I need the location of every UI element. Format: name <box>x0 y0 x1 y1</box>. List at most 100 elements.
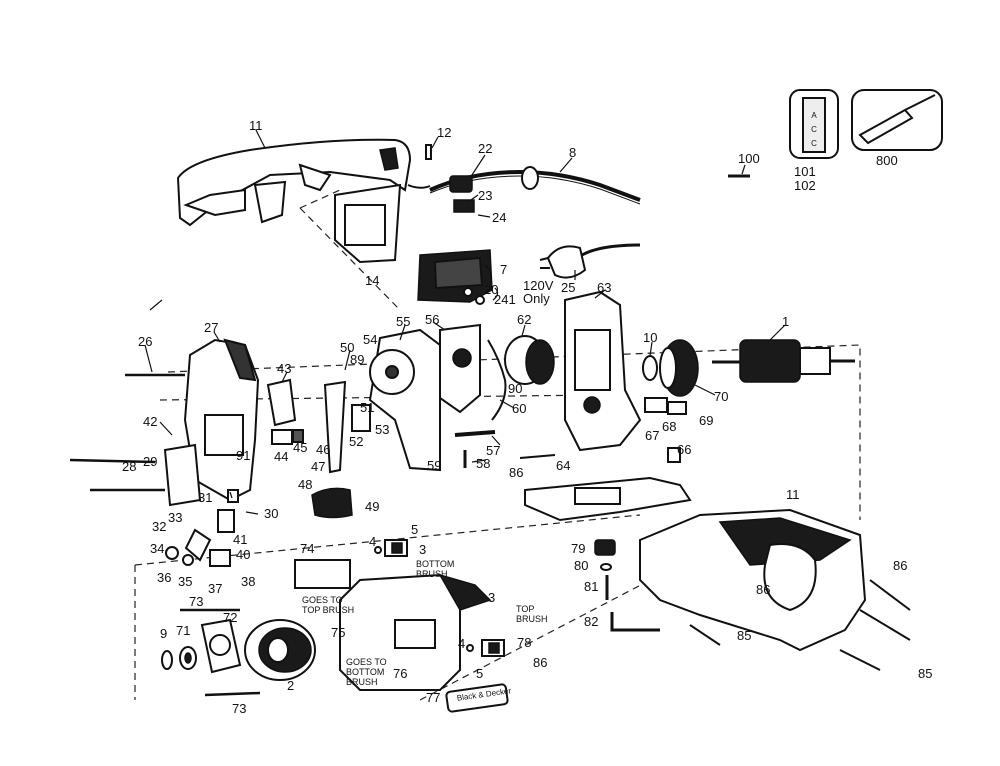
callout-26: 26 <box>138 334 152 349</box>
callout-12: 12 <box>437 125 451 140</box>
callout-45: 45 <box>293 440 307 455</box>
callout-42: 42 <box>143 414 157 429</box>
goes-to-top-brush-line2: TOP BRUSH <box>302 605 354 615</box>
callout-82: 82 <box>584 614 598 629</box>
callout-27: 27 <box>204 320 218 335</box>
callout-67: 67 <box>645 428 659 443</box>
callout-55: 55 <box>396 314 410 329</box>
callout-73-bottom: 73 <box>232 701 246 716</box>
callout-23: 23 <box>478 188 492 203</box>
callout-10: 10 <box>643 330 657 345</box>
callout-46: 46 <box>316 442 330 457</box>
callout-28: 28 <box>122 459 136 474</box>
pin-57 <box>454 430 496 468</box>
callout-11-bottom: 11 <box>786 487 800 502</box>
callout-43: 43 <box>277 361 291 376</box>
callout-47: 47 <box>311 459 325 474</box>
callout-33: 33 <box>168 510 182 525</box>
callout-86-mid: 86 <box>509 465 523 480</box>
power-cord <box>407 166 641 213</box>
callout-80: 80 <box>574 558 588 573</box>
label-74 <box>294 559 351 589</box>
screws-85-86-right <box>689 579 911 671</box>
callout-58: 58 <box>476 456 490 471</box>
callout-100: 100 <box>738 151 760 166</box>
callout-102: 102 <box>794 178 816 193</box>
callout-70: 70 <box>714 389 728 404</box>
callout-71: 71 <box>176 623 190 638</box>
counterweight-56 <box>439 323 481 414</box>
brush-holders-68-69 <box>644 397 687 415</box>
callout-34: 34 <box>150 541 164 556</box>
slider-43 <box>266 378 297 427</box>
voltage-note-line1: 120V <box>523 278 554 293</box>
plate-29 <box>163 443 202 507</box>
callout-89: 89 <box>350 352 364 367</box>
callout-77: 77 <box>426 690 440 705</box>
screws-20-241 <box>463 287 499 305</box>
callout-64: 64 <box>556 458 570 473</box>
small-parts-cluster <box>165 489 239 567</box>
leader-lines <box>144 129 786 515</box>
nameplate-77 <box>445 683 509 713</box>
callout-8: 8 <box>569 145 576 160</box>
callout-30: 30 <box>264 506 278 521</box>
callout-800: 800 <box>876 153 898 168</box>
retainer-72 <box>200 618 242 674</box>
callout-50: 50 <box>340 340 354 355</box>
lever-49 <box>311 487 353 519</box>
screws-73 <box>180 608 261 697</box>
callout-2: 2 <box>287 678 294 693</box>
gear-62 <box>504 335 555 385</box>
callout-90: 90 <box>508 381 522 396</box>
callout-49: 49 <box>365 499 379 514</box>
callout-3-bottom: 3 <box>488 590 495 605</box>
armature-1 <box>712 339 855 383</box>
callout-69: 69 <box>699 413 713 428</box>
callout-labels: 11 12 22 8 23 24 14 7 20 241 25 63 100 1… <box>122 118 932 716</box>
long-screws-left <box>69 373 185 492</box>
acc-label-a: A <box>811 111 817 120</box>
bottom-brush-line1: BOTTOM <box>416 559 454 569</box>
screws-86-66 <box>519 447 681 463</box>
callout-75: 75 <box>331 625 345 640</box>
callout-86-right-inner: 86 <box>756 582 770 597</box>
top-brush-line1: TOP <box>516 604 534 614</box>
callout-241: 241 <box>494 292 516 307</box>
callout-36: 36 <box>157 570 171 585</box>
callout-37: 37 <box>208 581 222 596</box>
callout-51: 51 <box>360 400 374 415</box>
callout-78: 78 <box>517 635 531 650</box>
callout-3-top: 3 <box>419 542 426 557</box>
diagram-notes: 120V Only GOES TO TOP BRUSH GOES TO BOTT… <box>302 278 554 703</box>
callout-44: 44 <box>274 449 288 464</box>
callout-85-left: 85 <box>737 628 751 643</box>
handle-housing-bottom <box>639 508 867 652</box>
field-2 <box>244 619 316 681</box>
callout-32: 32 <box>152 519 166 534</box>
callout-22: 22 <box>478 141 492 156</box>
bearing-10 <box>642 355 658 381</box>
goes-to-top-brush-line1: GOES TO <box>302 595 343 605</box>
part-12-pin <box>425 144 432 160</box>
brush-44 <box>271 429 304 445</box>
callout-76: 76 <box>393 666 407 681</box>
switch-part-7 <box>417 249 493 303</box>
knob-79 <box>594 539 616 556</box>
callout-86-bottom: 86 <box>533 655 547 670</box>
top-brush-line2: BRUSH <box>516 614 548 624</box>
callout-63: 63 <box>597 280 611 295</box>
acc-label-c2: C <box>811 139 817 148</box>
callout-56: 56 <box>425 312 439 327</box>
brush-assembly-top <box>374 539 408 557</box>
bottom-brush-line2: BRUSH <box>416 569 448 579</box>
callout-4-top: 4 <box>369 534 376 549</box>
callout-66: 66 <box>677 442 691 457</box>
brush-assembly-bottom <box>466 639 505 657</box>
callout-60: 60 <box>512 401 526 416</box>
callout-1: 1 <box>782 314 789 329</box>
fan-70 <box>659 339 699 397</box>
spring-60 <box>487 339 507 421</box>
callout-40: 40 <box>236 547 250 562</box>
